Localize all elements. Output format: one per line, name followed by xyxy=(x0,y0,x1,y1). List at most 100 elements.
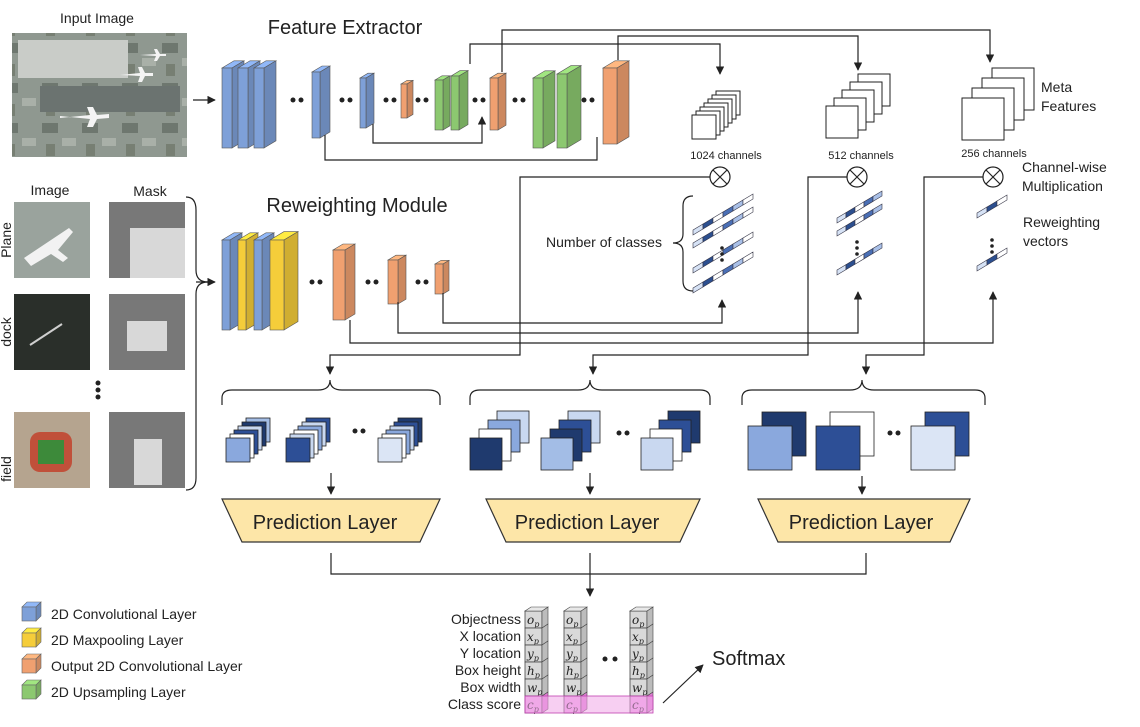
legend-item-0: 2D Convolutional Layer xyxy=(21,601,197,622)
rw-vector-512-c xyxy=(836,242,883,276)
rw-dots-3 xyxy=(415,279,429,285)
mask-plane xyxy=(109,202,185,278)
classes-brace xyxy=(672,195,694,292)
fe-upsample-3 xyxy=(531,70,557,149)
rw-output-conv-1 xyxy=(331,243,357,321)
fe-dots-6 xyxy=(512,97,526,103)
reweighting-vectors-line2: vectors xyxy=(1023,233,1068,249)
output-row-label-3: Box height xyxy=(455,662,521,678)
output-row-label-2: Y location xyxy=(460,645,521,661)
support-image-dock xyxy=(14,294,90,370)
rw-output-conv-3 xyxy=(433,259,451,295)
number-of-classes-label: Number of classes xyxy=(546,234,662,250)
meta-features-line1: Meta xyxy=(1041,79,1072,95)
fe-output-conv-1 xyxy=(399,79,415,119)
rw-output-conv-2 xyxy=(386,254,408,305)
softmax-label: Softmax xyxy=(712,648,785,670)
legend-swatch-2 xyxy=(21,658,37,674)
output-cell-x: xp xyxy=(632,630,644,646)
prediction-layer-3: Prediction Layer xyxy=(757,498,971,543)
fe-dots-3 xyxy=(383,97,397,103)
fe-dots-4 xyxy=(415,97,429,103)
output-cell-x: xp xyxy=(527,630,539,646)
input-aerial-image xyxy=(12,33,187,157)
reweighting-vectors-label: Reweighting vectors xyxy=(1023,214,1104,249)
output-column-3: opxpyphpwpcp xyxy=(629,606,654,714)
legend-swatch-3 xyxy=(21,684,37,700)
row-label-field: field xyxy=(0,456,14,482)
reweighting-vectors-line1: Reweighting xyxy=(1023,214,1100,230)
mask-dock xyxy=(109,294,185,370)
row-label-plane: Plane xyxy=(0,222,14,258)
output-ellipsis xyxy=(602,656,618,662)
channels-label-1024: 1024 channels xyxy=(690,150,762,162)
rw-vector-256-a xyxy=(976,194,1008,219)
legend-item-3: 2D Upsampling Layer xyxy=(21,679,186,700)
meta-stack-256 xyxy=(961,67,1035,141)
fe-conv-5 xyxy=(358,72,376,129)
legend-item-2: Output 2D Convolutional Layer xyxy=(21,653,243,674)
meta-stack-1024 xyxy=(691,90,741,140)
output-row-label-5: Class score xyxy=(448,696,521,712)
mask-field xyxy=(109,412,185,488)
fe-output-conv-3 xyxy=(601,60,631,145)
meta-features-label: Meta Features xyxy=(1041,79,1096,114)
rw-dots-1 xyxy=(309,279,323,285)
output-row-label-1: X location xyxy=(460,628,521,644)
mask-column-title: Mask xyxy=(133,183,167,199)
fmap-1-c xyxy=(377,417,423,463)
fe-conv-3 xyxy=(252,60,278,149)
reweighting-module-title: Reweighting Module xyxy=(266,195,447,217)
fe-upsample-2 xyxy=(449,70,470,131)
fmap-3-b xyxy=(815,411,875,471)
output-cell-x: xp xyxy=(566,630,578,646)
legend: 2D Convolutional Layer 2D Maxpooling Laye… xyxy=(21,601,243,700)
fe-conv-4 xyxy=(310,65,332,139)
legend-swatch-1 xyxy=(21,632,37,648)
prediction-layer-2-label: Prediction Layer xyxy=(515,512,660,534)
reweighting-module-layers xyxy=(220,231,451,331)
reweighting-vectors xyxy=(692,190,1008,294)
rw-vector-1024-b xyxy=(692,206,754,249)
rw-vector-1024-c xyxy=(692,231,754,274)
legend-item-1: 2D Maxpooling Layer xyxy=(21,627,184,648)
feature-extractor-layers xyxy=(220,60,631,149)
multiply-op-2 xyxy=(846,166,868,188)
output-row-label-4: Box width xyxy=(460,679,521,695)
fe-upsample-4 xyxy=(555,65,583,149)
fmap-1-dots xyxy=(352,428,366,434)
rw-vector-256-b xyxy=(976,247,1008,272)
vector-ellipsis-1 xyxy=(720,246,724,262)
image-column-title: Image xyxy=(31,182,70,198)
channels-label-512: 512 channels xyxy=(828,150,894,162)
channel-mult-line2: Multiplication xyxy=(1022,178,1103,194)
prediction-layer-3-label: Prediction Layer xyxy=(789,512,934,534)
legend-label-2: Output 2D Convolutional Layer xyxy=(51,658,243,674)
fe-upsample-1 xyxy=(433,75,452,131)
fmap-2-b xyxy=(540,410,601,471)
rw-vector-1024-d xyxy=(692,251,754,294)
meta-feature-stacks xyxy=(691,67,1035,141)
support-image-plane xyxy=(14,202,90,278)
output-row-label-0: Objectness xyxy=(451,611,521,627)
rw-maxpool-2 xyxy=(268,231,300,331)
rw-vector-512-a xyxy=(836,190,883,224)
support-image-field xyxy=(14,412,90,488)
feature-extractor-title: Feature Extractor xyxy=(268,17,423,39)
fe-dots-7 xyxy=(581,97,595,103)
output-columns: opxpyphpwpcpopxpyphpwpcpopxpyphpwpcp xyxy=(524,606,654,714)
fmap-1-b xyxy=(285,417,331,463)
legend-label-3: 2D Upsampling Layer xyxy=(51,684,186,700)
meta-features-line2: Features xyxy=(1041,98,1096,114)
channels-label-256: 256 channels xyxy=(961,148,1027,160)
fmap-1-a xyxy=(225,417,271,463)
input-brace xyxy=(185,196,209,491)
meta-stack-512 xyxy=(825,73,891,139)
legend-swatch-0 xyxy=(21,606,37,622)
reweighted-feature-maps xyxy=(225,410,970,471)
fmap-2-a xyxy=(469,410,530,471)
row-label-dock: dock xyxy=(0,316,14,347)
legend-label-1: 2D Maxpooling Layer xyxy=(51,632,184,648)
fmap-3-dots xyxy=(887,430,901,436)
